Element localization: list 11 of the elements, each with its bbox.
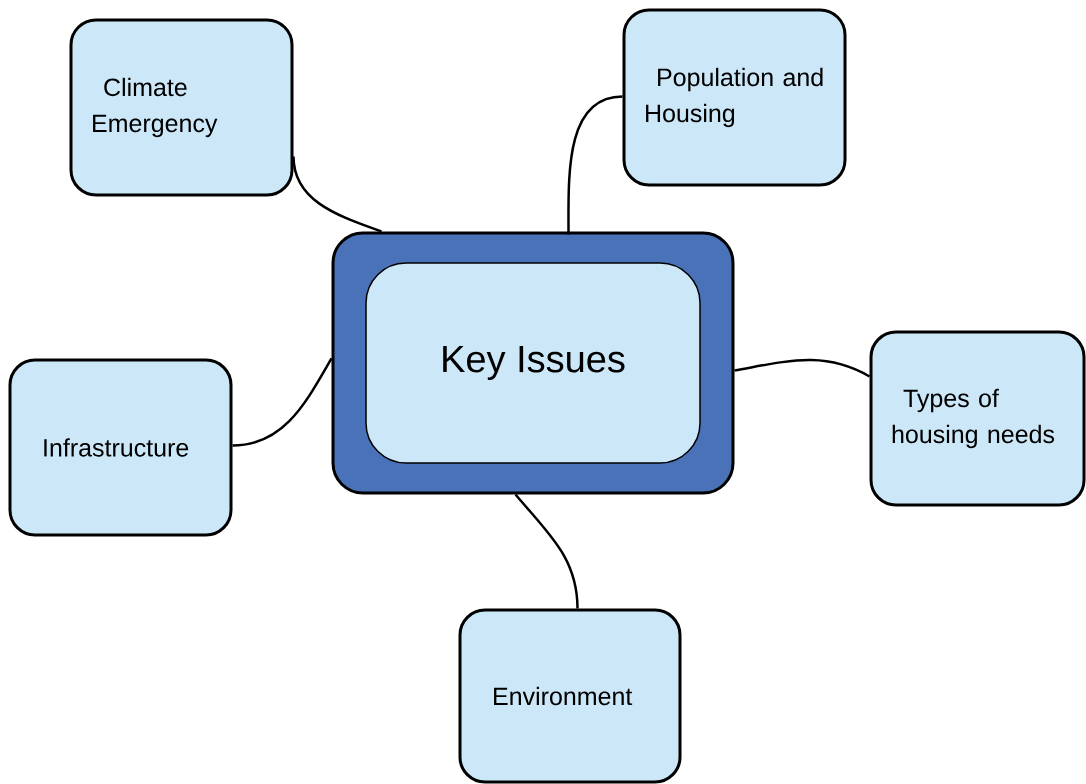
connector xyxy=(514,493,579,609)
connector xyxy=(232,357,333,447)
topic-box: Environment xyxy=(458,608,682,784)
topic-box: Climate Emergency xyxy=(69,18,294,197)
connector xyxy=(292,156,382,233)
topic-box: Infrastructure xyxy=(8,358,233,537)
connector xyxy=(567,95,623,235)
central-box: Key Issues xyxy=(331,231,735,495)
topic-box: Population and Housing xyxy=(622,8,847,187)
topic-box: Types of housing needs xyxy=(869,330,1086,507)
connector xyxy=(734,358,871,378)
